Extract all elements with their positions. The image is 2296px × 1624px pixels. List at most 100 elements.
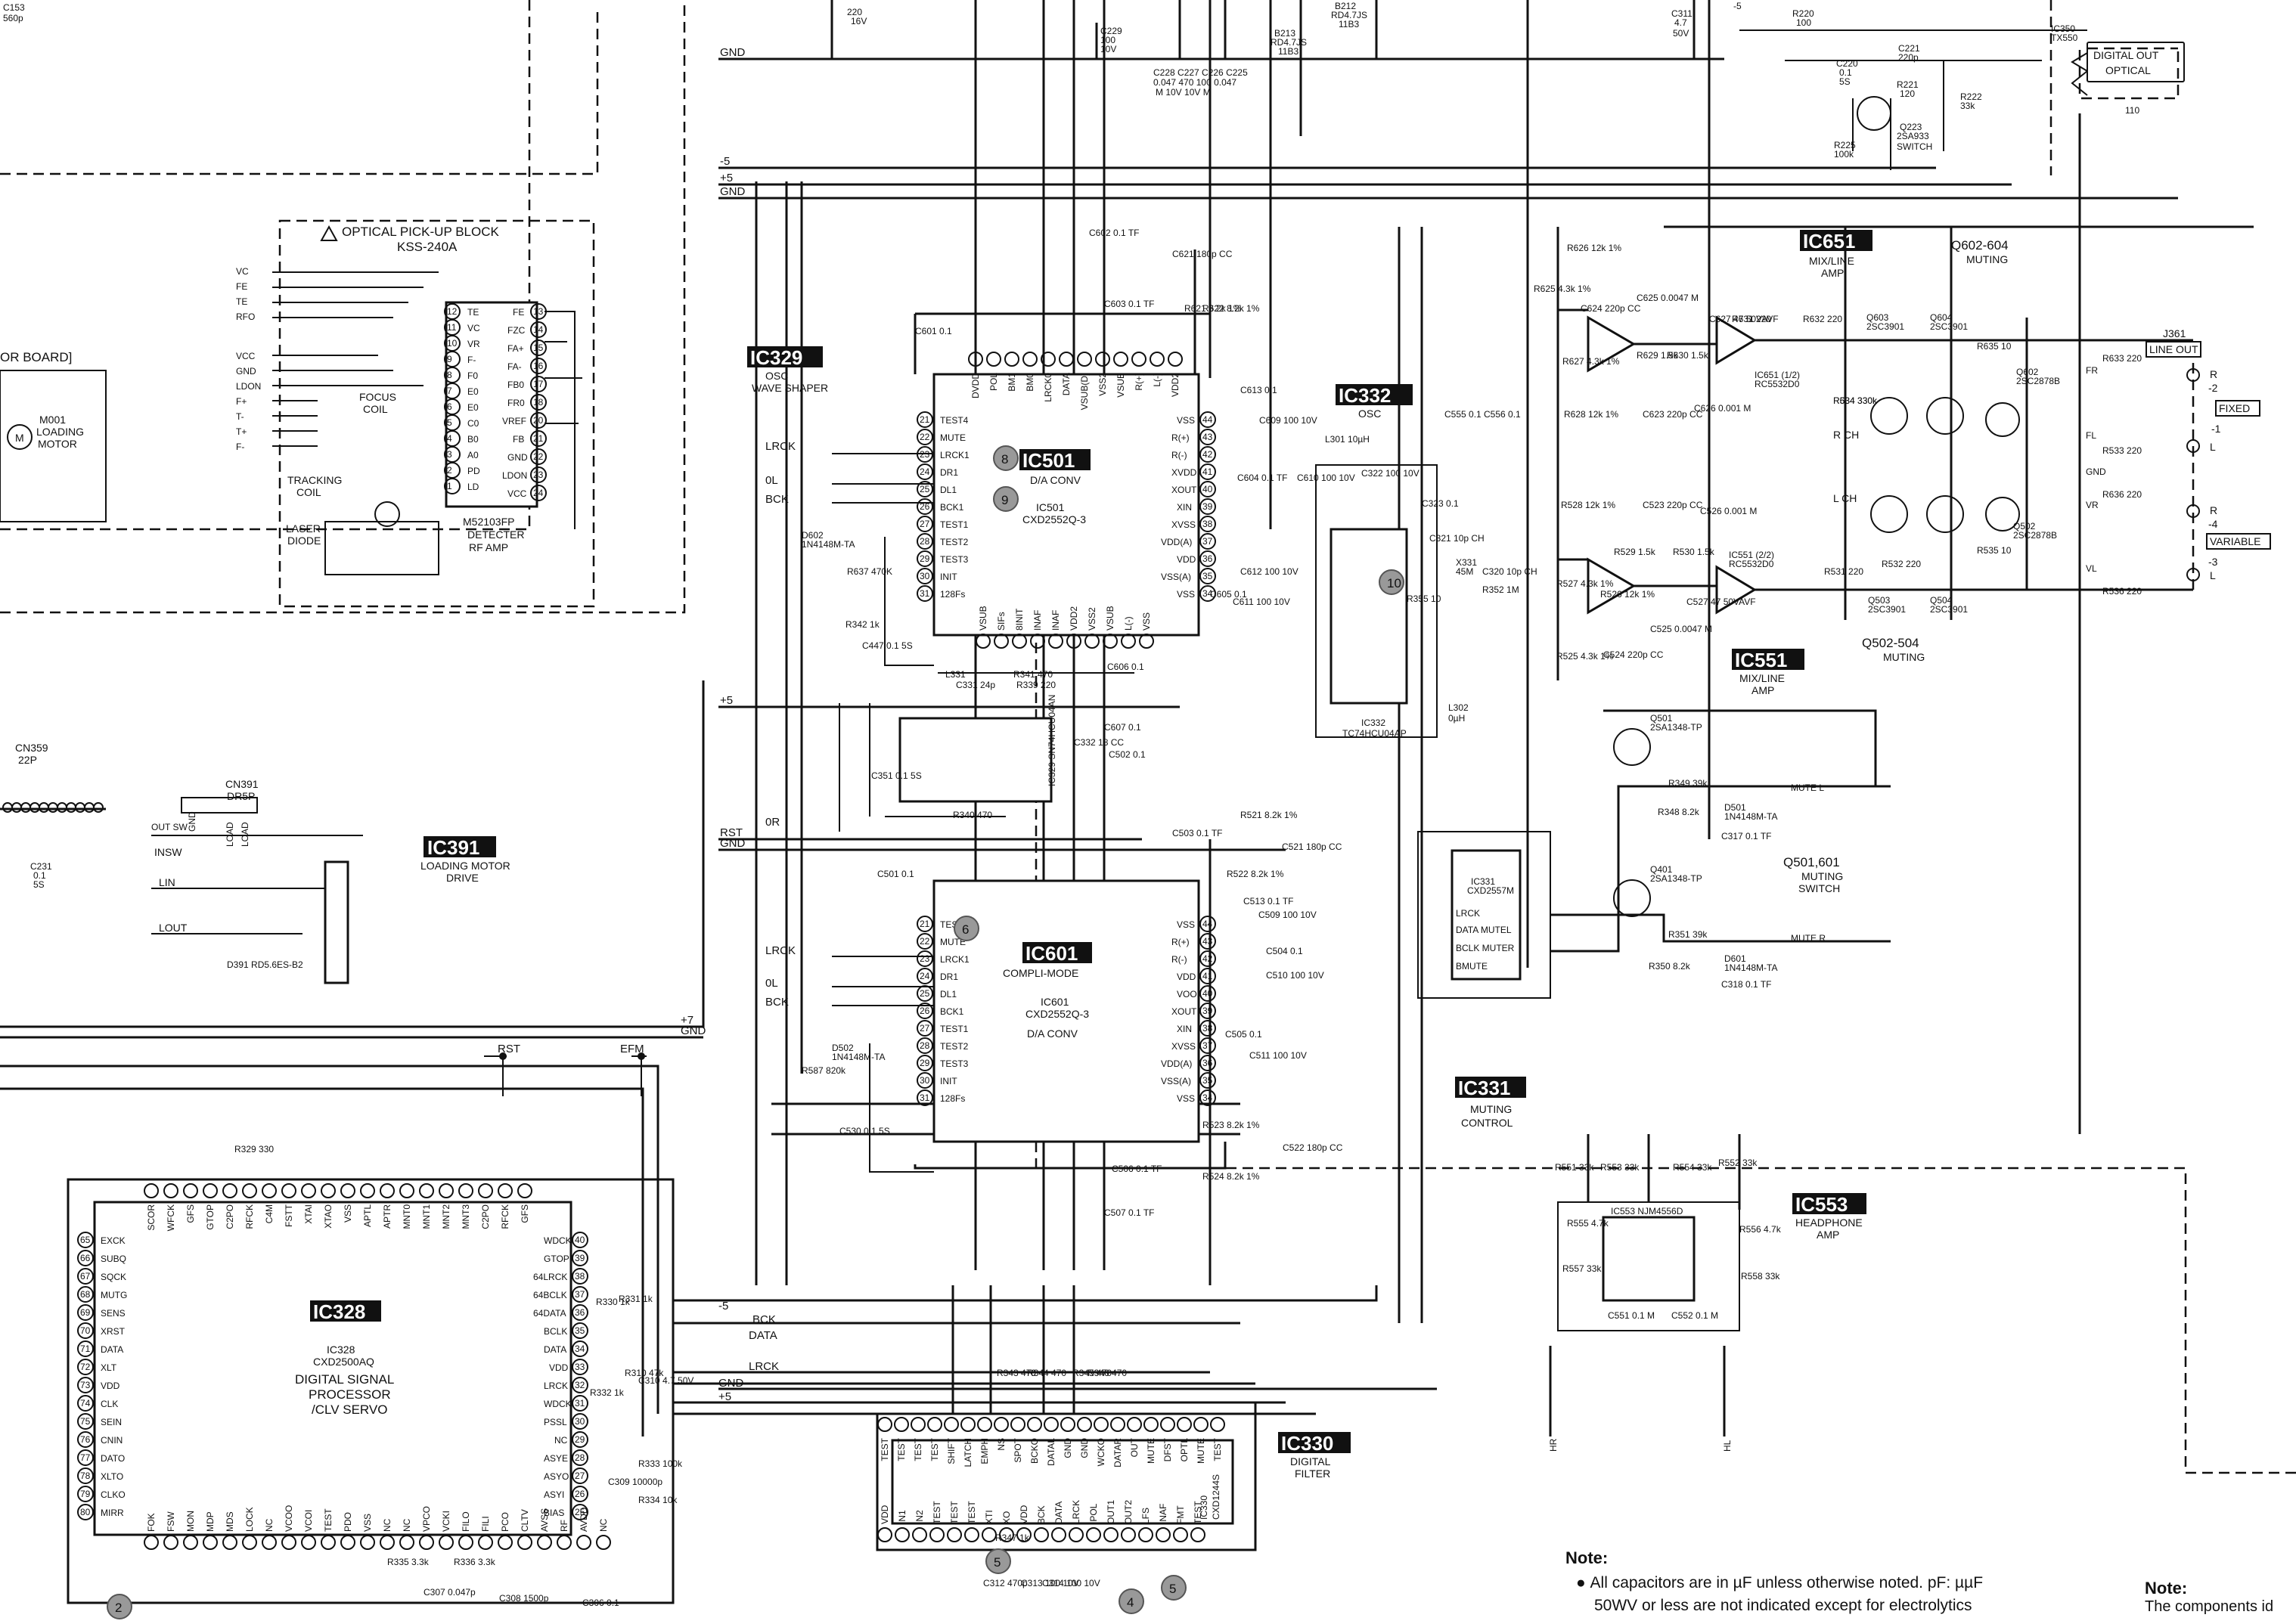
rail-rst: RST <box>720 826 743 839</box>
ic651-tag-text: IC651 <box>1803 230 1855 253</box>
component-value: R335 3.3k <box>387 1557 430 1567</box>
component-value: R633 220 <box>2102 353 2142 364</box>
transistor-part: 2SA1348-TP <box>1650 722 1702 733</box>
ic328-bottom-pin-circle <box>321 1535 336 1550</box>
ic501-left-pin-num: 22 <box>920 432 930 442</box>
ic330-bottom-pin-label: VDD <box>880 1505 890 1524</box>
ic328-left-pin-label: DATA <box>101 1344 123 1355</box>
ic328-left-pin-label: CNIN <box>101 1435 123 1446</box>
pickup-left-pin-num: 8 <box>447 370 452 380</box>
pickup-left-pin-label: C0 <box>467 418 479 429</box>
ic328-left-pin-circle <box>77 1413 94 1430</box>
ic501-top-pin-circle <box>1095 352 1110 367</box>
ic328-left-pin-label: MIRR <box>101 1508 124 1518</box>
svg-text:5S: 5S <box>1839 76 1851 87</box>
transistor-ref: Q604 <box>1930 312 1953 323</box>
pickup-left-pin-circle <box>444 478 461 494</box>
ic501-left-pin-num: 24 <box>920 466 930 477</box>
ic501-left-pin-label: DL1 <box>940 485 957 495</box>
ic501-right-pin-label: XIN <box>1177 502 1192 513</box>
cn359-pin <box>11 802 22 813</box>
diode-part: 1N4148M-TA <box>1724 811 1777 822</box>
component-value: R329 330 <box>234 1144 274 1154</box>
component-value: C307 0.047p <box>424 1587 476 1598</box>
ic601-right-pin-label: VDD(A) <box>1161 1058 1192 1069</box>
ic328-bottom-pin-circle <box>576 1535 591 1550</box>
svg-text:4.7: 4.7 <box>1674 17 1687 28</box>
pickup-right-pin-num: 16 <box>533 361 544 371</box>
ic501-right-pin-label: XVDD <box>1171 467 1197 478</box>
ic328-right-pin-num: 37 <box>575 1289 585 1300</box>
svg-text:SWITCH: SWITCH <box>1798 882 1840 894</box>
net-lrck-ic501: LRCK <box>765 440 796 453</box>
fixed-label: FIXED <box>2219 402 2250 414</box>
ic601-right-pin-num: 41 <box>1202 971 1213 981</box>
ic501-right-pin-label: VSS(A) <box>1161 572 1191 582</box>
ic501-left-pin-circle <box>917 585 933 602</box>
ic328-bottom-pin-circle <box>281 1535 296 1550</box>
svg-text:Q223: Q223 <box>1900 122 1922 132</box>
ic601-right-pin-label: R(-) <box>1171 954 1187 965</box>
ic601-left-pin-num: 25 <box>920 988 930 999</box>
ic501-top-pin-label: L(-) <box>1152 373 1162 387</box>
ic328-bottom-pin-label: MDP <box>205 1511 216 1532</box>
ic330-bottom-pin-circle <box>912 1527 927 1542</box>
component-value: R524 8.2k 1% <box>1202 1171 1260 1182</box>
line-out-label: LINE OUT <box>2149 343 2198 355</box>
diode-part: 1N4148M-TA <box>1724 962 1777 973</box>
ic501-left-pin-num: 27 <box>920 519 930 529</box>
pickup-right-pin-num: 13 <box>533 306 544 317</box>
component-value: R350 8.2k <box>1649 961 1691 972</box>
ic501-left-pin-circle <box>917 550 933 567</box>
transistor-ref: Q602 <box>2016 367 2039 377</box>
ic328-top-pin-circle <box>222 1183 237 1198</box>
svg-text:FL: FL <box>2086 430 2096 441</box>
ic328-right-pin-circle <box>572 1286 588 1303</box>
ic328-left-pin-circle <box>77 1504 94 1520</box>
transistor-part: 2SC3901 <box>1868 604 1906 615</box>
ic330-bottom-pin-circle <box>1173 1527 1188 1542</box>
ic501-right-pin-circle <box>1199 585 1216 602</box>
ic601-right-pin-circle <box>1199 933 1216 950</box>
svg-text:COIL: COIL <box>363 403 388 415</box>
ic328-top-pin-circle <box>183 1183 198 1198</box>
ic330-bottom-pin-label: TEST <box>966 1501 977 1524</box>
ic501-right-pin-circle <box>1199 481 1216 497</box>
ic330-top-pin-circle <box>994 1417 1009 1432</box>
ic330-bottom-pin-label: OUT2 <box>1123 1500 1134 1524</box>
pickup-connector-label: RFO <box>236 311 255 322</box>
pickup-left-pin-label: LD <box>467 482 479 492</box>
ic501-right-pin-num: 44 <box>1202 414 1213 425</box>
ic330-bottom-pin-label: XO <box>1001 1511 1012 1524</box>
pickup-left-pin-label: TE <box>467 307 479 318</box>
ic601-right-pin-label: VSS <box>1177 1093 1195 1104</box>
ic501-left-pin-circle <box>917 481 933 497</box>
component-value: C510 100 10V <box>1266 970 1324 981</box>
svg-text:IC601: IC601 <box>1041 996 1069 1008</box>
cn359-pin <box>39 802 49 813</box>
ic328-bottom-pin-circle <box>144 1535 159 1550</box>
svg-text:CXD2557M: CXD2557M <box>1467 885 1514 896</box>
component-value: R339 220 <box>1016 680 1056 690</box>
component-value: C320 10p CH <box>1482 566 1537 577</box>
component-value: C511 100 10V <box>1249 1050 1307 1061</box>
component-value: R342 1k <box>845 619 880 630</box>
ic501-left-pin-num: 26 <box>920 501 930 512</box>
svg-text:C153: C153 <box>3 2 25 13</box>
ic501-left-pin-label: 128Fs <box>940 589 965 600</box>
ic328-bottom-pin-circle <box>458 1535 473 1550</box>
ic328-bottom-pin-label: VCOO <box>284 1505 294 1532</box>
note-line2: 50WV or less are not indicated except fo… <box>1594 1597 1972 1614</box>
pickup-left-pin-num: 6 <box>447 401 452 412</box>
ic328-bottom-pin-label: FILO <box>461 1511 471 1532</box>
svg-text:0.1: 0.1 <box>1839 67 1852 78</box>
ic328-bottom-pin-circle <box>498 1535 513 1550</box>
ic501-left-pin-label: BCK1 <box>940 502 964 513</box>
ic501-bottom-pin-circle <box>1139 634 1154 649</box>
rail-minus5-bottom: -5 <box>718 1300 728 1313</box>
ic601-right-pin-label: R(+) <box>1171 937 1190 947</box>
cn359-pin <box>84 802 95 813</box>
ic328-bottom-pin-circle <box>419 1535 434 1550</box>
component-value: C602 0.1 TF <box>1089 228 1139 238</box>
